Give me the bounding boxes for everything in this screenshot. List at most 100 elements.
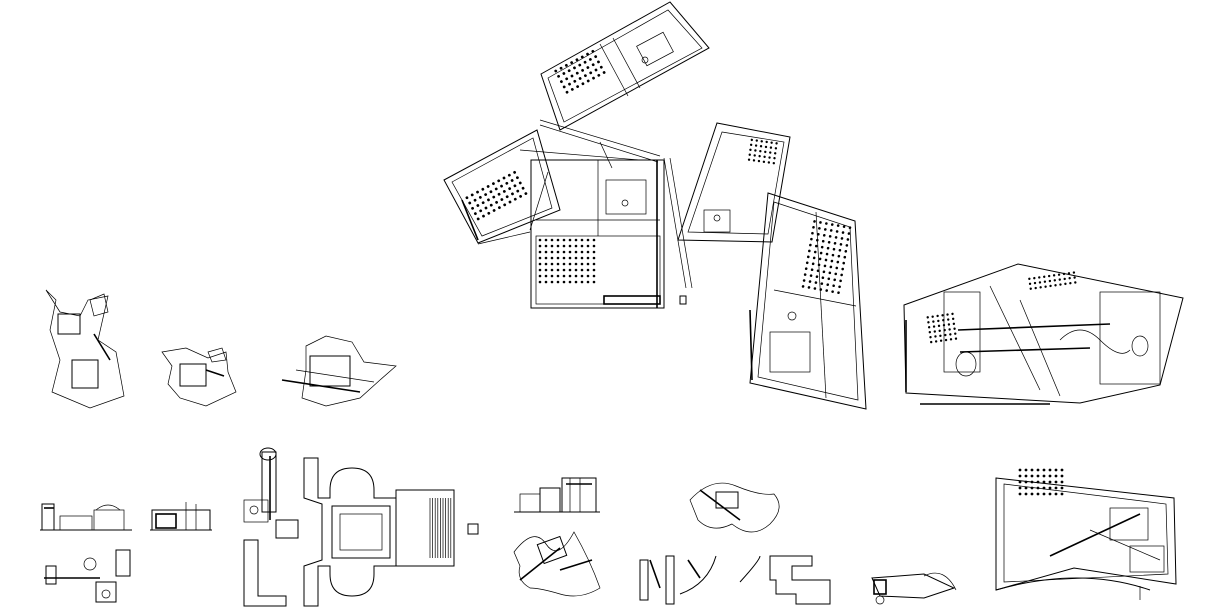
dot-mark: [929, 335, 932, 339]
dot-mark: [802, 279, 806, 282]
dot-mark: [580, 268, 584, 272]
dot-mark: [574, 244, 578, 248]
dot-mark: [524, 192, 528, 195]
dot-mark: [1047, 274, 1051, 278]
dot-mark: [562, 238, 566, 242]
dot-mark: [556, 274, 560, 278]
dot-mark: [568, 274, 572, 278]
dot-mark: [821, 239, 825, 243]
dot-mark: [556, 238, 560, 242]
dot-mark: [592, 244, 596, 248]
dot-mark: [544, 274, 548, 278]
dot-mark: [1074, 281, 1077, 284]
dot-mark: [550, 274, 554, 278]
dot-mark: [1052, 274, 1056, 277]
dot-mark: [844, 250, 848, 253]
dot-mark: [578, 63, 582, 67]
dot-mark: [1030, 492, 1034, 496]
dot-mark: [473, 212, 477, 216]
dot-mark: [841, 267, 844, 271]
dot-mark: [1024, 486, 1028, 490]
dot-mark: [758, 154, 761, 158]
small-sketch-3: [281, 335, 397, 407]
dot-mark: [811, 262, 815, 266]
dot-mark: [562, 280, 566, 284]
small-plan-left: [44, 549, 131, 603]
dot-mark: [759, 145, 763, 148]
dot-mark: [765, 140, 768, 144]
dot-mark: [516, 189, 520, 193]
dot-mark: [544, 262, 548, 266]
dot-mark: [775, 142, 778, 145]
dot-mark: [932, 325, 936, 328]
dot-mark: [772, 161, 775, 165]
dot-grid: [554, 49, 606, 94]
dot-mark: [574, 250, 578, 254]
dot-mark: [833, 278, 836, 282]
dot-mark: [470, 193, 474, 197]
dot-mark: [1064, 282, 1067, 286]
dot-mark: [840, 273, 843, 277]
dot-mark: [1028, 277, 1031, 281]
dot-mark: [837, 254, 841, 258]
dot-mark: [819, 221, 822, 224]
dot-mark: [1068, 277, 1071, 280]
dot-mark: [1024, 468, 1028, 472]
dot-mark: [588, 58, 592, 61]
dot-mark: [1042, 492, 1046, 496]
dot-mark: [505, 181, 509, 185]
dot-mark: [845, 244, 849, 247]
dot-mark: [1030, 486, 1034, 490]
dot-mark: [1049, 284, 1052, 288]
dot-grid: [1018, 468, 1064, 496]
dot-mark: [550, 280, 554, 284]
dot-mark: [939, 339, 943, 342]
dot-mark: [1054, 480, 1058, 484]
dot-mark: [583, 60, 587, 64]
dot-mark: [508, 200, 512, 204]
dot-mark: [752, 159, 756, 162]
dot-mark: [516, 176, 519, 180]
dot-mark: [580, 244, 584, 248]
dot-mark: [812, 226, 815, 229]
dot-mark: [1030, 468, 1034, 472]
dot-mark: [828, 271, 832, 275]
dot-mark: [592, 274, 596, 278]
long-tilted-wing: [749, 192, 867, 410]
dot-mark: [544, 256, 548, 260]
dot-mark: [574, 274, 578, 278]
dot-mark: [954, 337, 958, 340]
dot-mark: [550, 268, 554, 272]
dot-mark: [819, 288, 823, 291]
dot-mark: [943, 328, 946, 332]
dot-mark: [953, 327, 956, 330]
dot-mark: [1030, 474, 1034, 478]
dot-mark: [573, 79, 577, 83]
dot-mark: [573, 66, 576, 70]
dot-mark: [812, 256, 816, 260]
dot-grid: [747, 138, 778, 165]
dot-mark: [936, 314, 939, 318]
dot-mark: [1028, 282, 1032, 285]
dot-mark: [562, 72, 566, 75]
dot-mark: [848, 226, 852, 229]
dot-mark: [574, 280, 578, 284]
dot-mark: [755, 139, 758, 142]
dot-mark: [478, 195, 482, 199]
dot-mark: [562, 274, 566, 278]
dot-mark: [1069, 281, 1072, 285]
dot-mark: [842, 261, 846, 265]
dot-mark: [513, 197, 517, 201]
dot-mark: [764, 150, 767, 154]
dot-mark: [941, 314, 944, 317]
dot-mark: [840, 237, 844, 240]
dot-mark: [476, 204, 480, 207]
dot-mark: [473, 198, 477, 202]
dot-mark: [576, 85, 580, 88]
dot-mark: [830, 259, 834, 263]
dot-mark: [1038, 281, 1042, 284]
dot-mark: [580, 238, 584, 242]
bottom-right-plan: [995, 468, 1177, 600]
dot-mark: [757, 159, 761, 163]
dot-mark: [505, 195, 509, 199]
